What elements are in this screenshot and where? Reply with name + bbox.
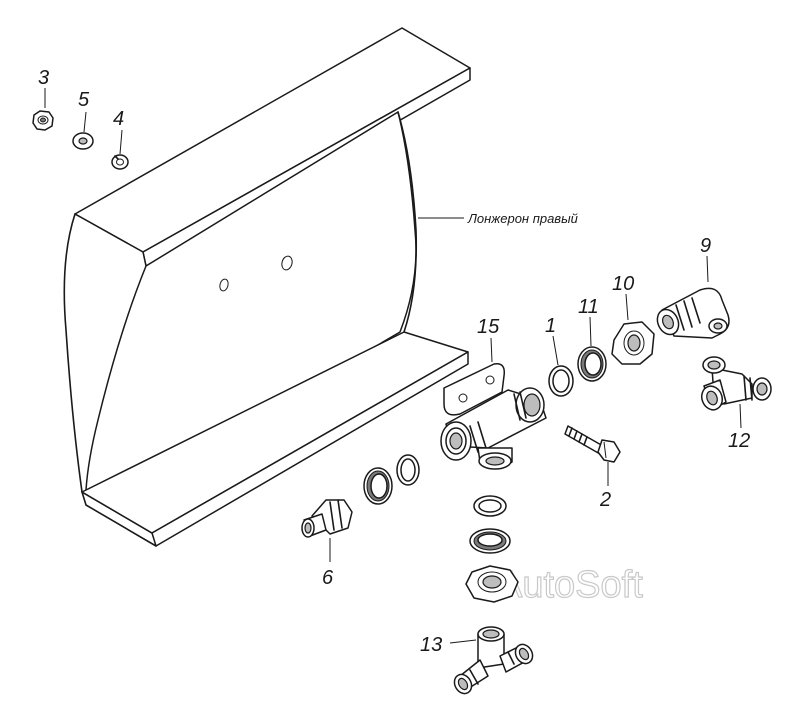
part-10-nut bbox=[611, 321, 655, 365]
rail-label: Лонжерон правый bbox=[467, 211, 578, 226]
leader-4 bbox=[119, 129, 123, 155]
leader-13 bbox=[449, 639, 477, 644]
part-13-tee-fitting bbox=[453, 626, 534, 695]
watermark-text: AutoSoft bbox=[497, 564, 643, 606]
callout-10: 10 bbox=[612, 273, 634, 295]
part-3-nut bbox=[32, 110, 54, 131]
callout-9: 9 bbox=[700, 235, 711, 257]
callout-4: 4 bbox=[113, 108, 124, 130]
leader-9 bbox=[706, 255, 709, 283]
left-gasket bbox=[396, 454, 420, 486]
leader-11 bbox=[589, 316, 592, 347]
part-1-gasket bbox=[548, 365, 574, 397]
callout-1: 1 bbox=[545, 315, 556, 337]
part-6-fitting bbox=[301, 499, 353, 538]
left-seal-ring bbox=[363, 467, 393, 505]
frame-rail-right bbox=[63, 27, 471, 547]
leader-12 bbox=[739, 403, 742, 429]
leader-5 bbox=[83, 111, 87, 133]
callout-13: 13 bbox=[420, 634, 442, 656]
callout-12: 12 bbox=[728, 430, 750, 452]
lower-seal-ring bbox=[469, 528, 511, 554]
part-15-valve-body bbox=[440, 363, 547, 470]
part-11-seal-ring bbox=[577, 346, 607, 382]
part-5-washer bbox=[72, 132, 94, 150]
part-2-bolt bbox=[564, 425, 621, 463]
lower-nut bbox=[465, 565, 519, 603]
part-12-tee-fitting bbox=[700, 356, 772, 411]
lower-gasket bbox=[473, 495, 507, 517]
callout-11: 11 bbox=[578, 296, 599, 318]
callout-3: 3 bbox=[38, 67, 49, 89]
part-9-elbow-fitting bbox=[656, 287, 730, 339]
callout-6: 6 bbox=[322, 567, 334, 589]
leader-10 bbox=[625, 293, 629, 321]
callout-15: 15 bbox=[477, 316, 500, 338]
callout-2: 2 bbox=[599, 489, 611, 511]
leader-1 bbox=[552, 335, 559, 366]
callout-5: 5 bbox=[78, 89, 90, 111]
leader-15 bbox=[490, 337, 493, 363]
part-4-spring-washer bbox=[111, 154, 129, 170]
